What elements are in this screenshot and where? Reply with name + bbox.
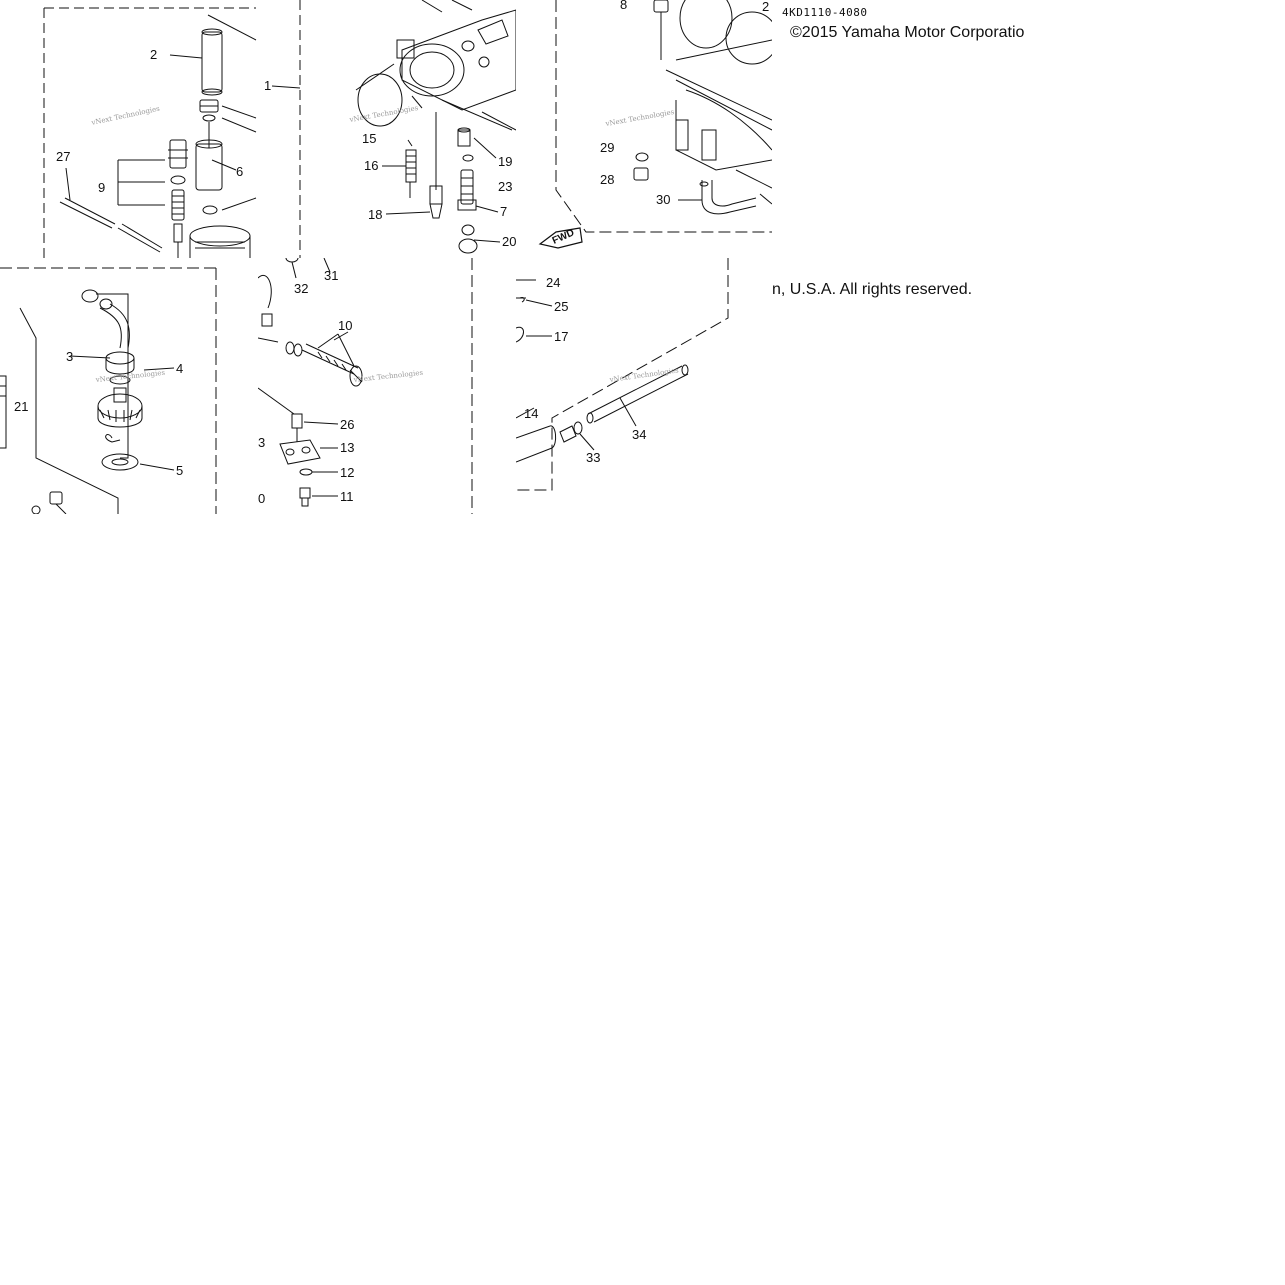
pilot-screw-drawing: 32 31 10 3 26 13 12 11 0 vNext Technolog… xyxy=(258,258,473,514)
carb-body-drawing: 15 16 18 19 23 7 20 vNext Technologies xyxy=(348,0,516,254)
tile-starter-plunger: 3 4 21 5 vNext Technologies xyxy=(0,258,258,514)
label-24: 24 xyxy=(546,275,560,290)
copyright-line-2: n, U.S.A. All rights reserved. xyxy=(772,281,973,298)
label-8: 8 xyxy=(620,0,627,12)
label-3b: 3 xyxy=(258,435,265,450)
label-0: 0 xyxy=(258,491,265,506)
tile-pilot-screw: 32 31 10 3 26 13 12 11 0 vNext Technolog… xyxy=(258,258,516,514)
label-20: 20 xyxy=(502,234,516,249)
label-1: 1 xyxy=(264,78,271,93)
watermark-6: vNext Technologies xyxy=(608,366,679,384)
label-16: 16 xyxy=(364,158,378,173)
label-28: 28 xyxy=(600,172,614,187)
tile-slide-assembly: 2 1 27 9 6 vNext Technologies xyxy=(0,0,302,258)
label-29: 29 xyxy=(600,140,614,155)
copyright-line-1: ©2015 Yamaha Motor Corporatio xyxy=(790,24,1025,41)
label-2: 2 xyxy=(150,47,157,62)
watermark-5: vNext Technologies xyxy=(352,369,423,384)
label-31: 31 xyxy=(324,268,338,283)
float-bowl-drawing: 8 2 29 28 30 vNext Technologies FWD xyxy=(538,0,772,249)
label-13: 13 xyxy=(340,440,354,455)
label-21: 21 xyxy=(14,399,28,414)
label-26: 26 xyxy=(340,417,354,432)
watermark-3: vNext Technologies xyxy=(604,108,675,128)
label-19: 19 xyxy=(498,154,512,169)
label-6: 6 xyxy=(236,164,243,179)
label-2-bowl: 2 xyxy=(762,0,769,14)
label-30: 30 xyxy=(656,192,670,207)
part-code: 4KD1110-4080 xyxy=(782,6,868,19)
hoses-drawing: 24 25 17 14 33 34 vNext Technologies xyxy=(516,258,729,491)
label-9: 9 xyxy=(98,180,105,195)
fwd-arrow-icon: FWD xyxy=(538,227,583,249)
label-7: 7 xyxy=(500,204,507,219)
label-32: 32 xyxy=(294,281,308,296)
watermark-4: vNext Technologies xyxy=(94,369,165,384)
label-23: 23 xyxy=(498,179,512,194)
label-33: 33 xyxy=(586,450,600,465)
label-27: 27 xyxy=(56,149,70,164)
label-12: 12 xyxy=(340,465,354,480)
watermark-1: vNext Technologies xyxy=(90,105,161,128)
label-4: 4 xyxy=(176,361,183,376)
label-10: 10 xyxy=(338,318,352,333)
label-3: 3 xyxy=(66,349,73,364)
tile-carb-body: 15 16 18 19 23 7 20 vNext Technologies xyxy=(302,0,516,258)
label-25: 25 xyxy=(554,299,568,314)
label-15: 15 xyxy=(362,131,376,146)
tile-float-bowl: 8 2 29 28 30 vNext Technologies FWD xyxy=(516,0,772,258)
label-18: 18 xyxy=(368,207,382,222)
slide-assembly-drawing: 2 1 27 9 6 vNext Technologies xyxy=(43,0,301,258)
label-5: 5 xyxy=(176,463,183,478)
label-11: 11 xyxy=(340,489,354,504)
label-17: 17 xyxy=(554,329,568,344)
starter-plunger-drawing: 3 4 21 5 vNext Technologies xyxy=(0,267,217,514)
label-14: 14 xyxy=(524,406,538,421)
tile-hoses: 24 25 17 14 33 34 vNext Technologies xyxy=(516,258,730,514)
label-34: 34 xyxy=(632,427,646,442)
